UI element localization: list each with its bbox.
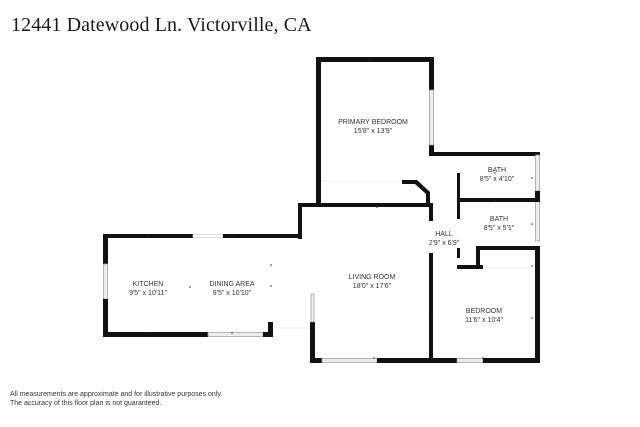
svg-text:11'6" x 10'4": 11'6" x 10'4" [465,317,503,324]
bath-walls [457,152,540,269]
svg-text:PRIMARY BEDROOM: PRIMARY BEDROOM [338,119,408,126]
primary-bedroom-walls [316,57,540,207]
page-title: 12441 Datewood Ln. Victorville, CA [11,14,312,36]
kitchen-window [103,263,108,300]
svg-text:KITCHEN: KITCHEN [133,281,164,288]
fixture-markers [147,60,533,359]
bath-2-window [535,198,540,242]
kitchen-dining-walls [103,234,302,337]
living-room-door [310,293,315,323]
svg-text:BEDROOM: BEDROOM [466,308,502,315]
svg-text:DINING AREA: DINING AREA [209,281,254,288]
svg-text:2'9" x 6'9": 2'9" x 6'9" [429,240,460,247]
svg-text:18'0" x 17'6": 18'0" x 17'6" [353,283,392,290]
svg-text:9'5" x 10'10": 9'5" x 10'10" [213,290,252,297]
living-room-walls [298,203,433,363]
svg-text:9'5" x 10'11": 9'5" x 10'11" [129,290,167,297]
disclaimer-line-1: All measurements are approximate and for… [10,391,223,398]
room-label-primary-bedroom: PRIMARY BEDROOM 15'8" x 13'9" [338,119,408,135]
bath-1-window [535,154,540,192]
room-label-hall: HALL 2'9" x 6'9" [429,231,460,247]
room-label-bath-2: BATH 8'5" x 5'1" [484,216,515,232]
svg-text:BATH: BATH [488,167,506,174]
room-label-bath-1: BATH 8'5" x 4'10" [480,167,515,183]
dining-window [207,332,264,337]
svg-text:8'5" x 4'10": 8'5" x 4'10" [480,176,515,183]
primary-bedroom-window [429,89,434,146]
bedroom-window [456,358,484,363]
svg-text:BATH: BATH [490,216,508,223]
room-label-living-room: LIVING ROOM 18'0" x 17'6" [349,274,396,290]
disclaimer-line-2: The accuracy of this floor plan is not g… [10,400,162,407]
room-label-dining-area: DINING AREA 9'5" x 10'10" [209,281,254,297]
svg-text:HALL: HALL [435,231,453,238]
room-label-kitchen: KITCHEN 9'5" x 10'11" [129,281,167,297]
bedroom-walls [429,246,540,363]
svg-text:15'8" x 13'9": 15'8" x 13'9" [354,128,393,135]
disclaimer: All measurements are approximate and for… [10,390,222,408]
svg-text:LIVING ROOM: LIVING ROOM [349,274,396,281]
kitchen-top-opening [192,234,224,238]
living-room-window [321,358,378,363]
room-label-bedroom: BEDROOM 11'6" x 10'4" [465,308,503,324]
guide-lines [275,180,531,329]
svg-text:8'5" x 5'1": 8'5" x 5'1" [484,225,515,232]
